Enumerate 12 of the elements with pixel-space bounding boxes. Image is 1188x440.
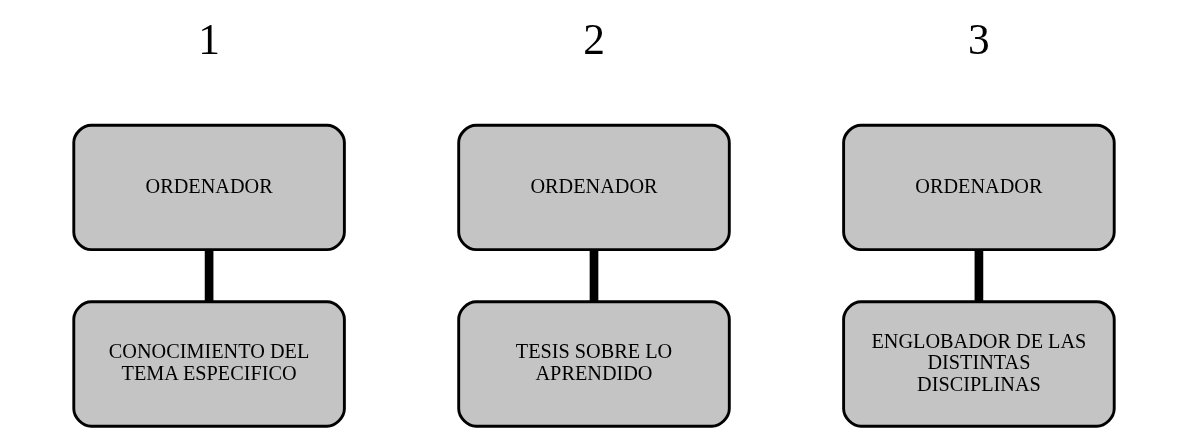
label: 3 xyxy=(968,15,990,64)
node-box: TESIS SOBRE LO APRENDIDO xyxy=(457,300,731,428)
node-box: CONOCIMIENTO DEL TEMA ESPECIFICO xyxy=(72,300,346,428)
label: 2 xyxy=(583,15,605,64)
connector xyxy=(589,250,599,302)
node-box: ORDENADOR xyxy=(842,123,1116,252)
node-box: ORDENADOR xyxy=(457,123,731,252)
connector xyxy=(974,250,984,302)
connector xyxy=(204,250,214,302)
node-box: ENGLOBADOR DE LAS DISTINTAS DISCIPLINAS xyxy=(842,300,1116,428)
label: 1 xyxy=(198,15,220,64)
node-box: ORDENADOR xyxy=(72,123,346,252)
